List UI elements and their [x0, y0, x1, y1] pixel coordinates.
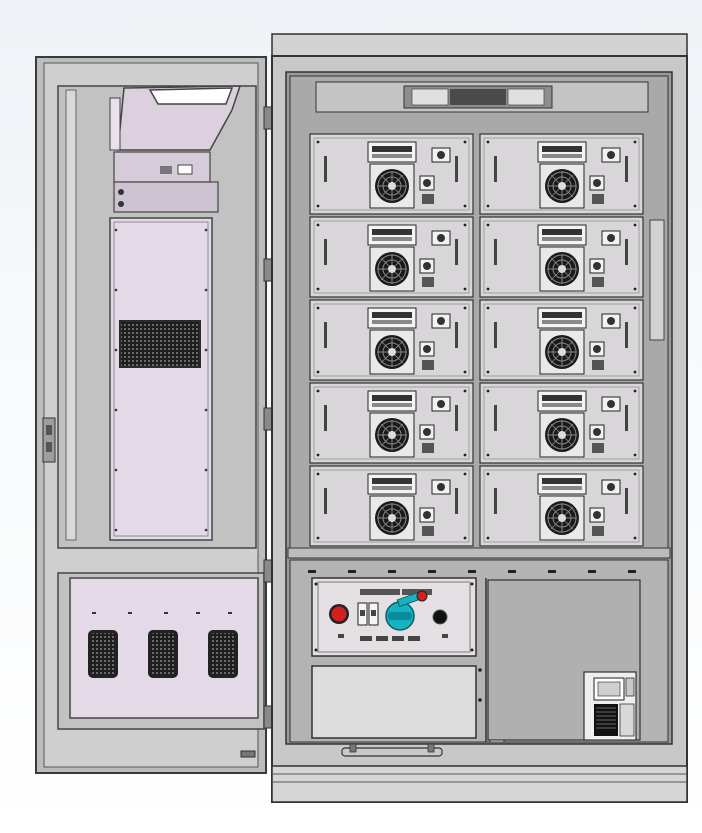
door-handle-icon[interactable] [42, 417, 56, 463]
fan-icon [375, 169, 409, 203]
battery-module [309, 133, 474, 215]
battery-module [479, 465, 644, 547]
battery-module [479, 382, 644, 464]
lower-door-vent-panel [69, 577, 259, 719]
battery-module [479, 299, 644, 381]
battery-module [309, 216, 474, 298]
vent-grille-icon [119, 320, 201, 368]
fan-icon [375, 252, 409, 286]
rotary-switch-icon[interactable] [385, 591, 422, 631]
control-panel [311, 577, 477, 657]
fan-icon [375, 418, 409, 452]
indicator-light-icon [416, 590, 428, 602]
fan-icon [545, 501, 579, 535]
battery-module [309, 299, 474, 381]
lower-right-panel [478, 578, 641, 742]
battery-module-grid [309, 133, 644, 547]
blank-cover-plate [311, 665, 477, 739]
power-supply-unit [583, 671, 637, 741]
fan-icon [545, 252, 579, 286]
fan-icon [375, 501, 409, 535]
emergency-stop-icon[interactable] [329, 604, 349, 624]
air-conditioner-unit [109, 85, 242, 541]
vent-grille-icon [208, 630, 238, 678]
battery-module [479, 133, 644, 215]
battery-module [309, 465, 474, 547]
fan-icon [545, 335, 579, 369]
vent-grille-icon [148, 630, 178, 678]
circuit-breaker[interactable] [357, 602, 379, 626]
fan-icon [375, 335, 409, 369]
vent-grille-icon [88, 630, 118, 678]
door-handle-icon[interactable] [341, 743, 443, 757]
fan-icon [545, 169, 579, 203]
fan-icon [545, 418, 579, 452]
battery-module [479, 216, 644, 298]
battery-module [309, 382, 474, 464]
selector-knob[interactable] [432, 609, 448, 625]
